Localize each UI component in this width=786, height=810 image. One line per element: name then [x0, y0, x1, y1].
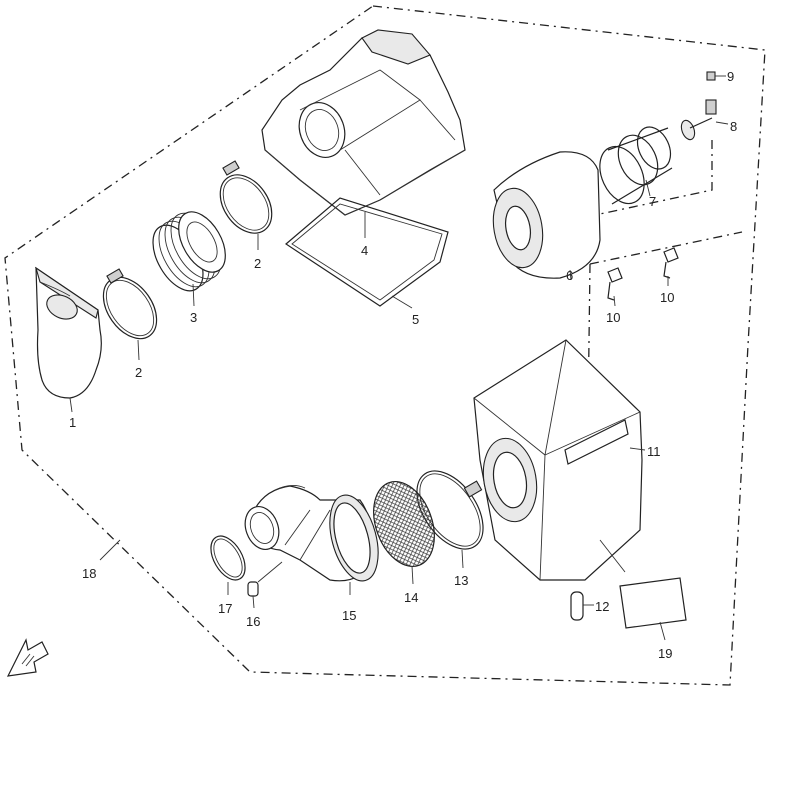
part-8-wing-bolt	[680, 99, 729, 141]
part-9-screw	[706, 71, 726, 81]
callout-19: 19	[658, 646, 672, 661]
callout-10-left: 10	[606, 310, 620, 325]
callout-18: 18	[82, 566, 96, 581]
assembly-boundary	[4, 5, 766, 686]
part-1-intake-duct	[35, 266, 102, 413]
part-5-gasket	[285, 197, 449, 309]
callout-13: 13	[454, 573, 468, 588]
part-12-drain-plug	[570, 591, 594, 621]
part-6-foam-filter	[492, 151, 601, 281]
front-direction-arrow-icon	[6, 638, 49, 677]
callout-12: 12	[595, 599, 609, 614]
callout-15: 15	[342, 608, 356, 623]
part-7-filter-cage	[599, 126, 673, 205]
callout-1: 1	[69, 415, 76, 430]
part-2-hose-clamp-left	[102, 268, 158, 361]
part-4-airbox-cover	[261, 29, 466, 238]
callout-5: 5	[412, 312, 419, 327]
callout-8: 8	[730, 119, 737, 134]
leader-18	[99, 539, 121, 561]
callout-11: 11	[647, 444, 661, 459]
callout-2-upper: 2	[254, 256, 261, 271]
callout-17: 17	[218, 601, 232, 616]
callout-4: 4	[361, 243, 368, 258]
callout-10-right: 10	[660, 290, 674, 305]
part-17-small-clamp	[210, 535, 246, 595]
part-11-airbox-body	[473, 339, 646, 581]
part-14-screen-mesh	[373, 480, 435, 585]
part-10-clip-left	[607, 267, 623, 307]
part-2-hose-clamp-upper	[219, 160, 273, 250]
part-3-rubber-boot	[152, 211, 226, 307]
part-15-outlet-duct	[244, 485, 379, 595]
callout-2-left: 2	[135, 365, 142, 380]
callout-9: 9	[727, 69, 734, 84]
callout-6: 6	[566, 268, 573, 283]
callout-3: 3	[190, 310, 197, 325]
part-16-fitting	[247, 561, 283, 609]
callout-16: 16	[246, 614, 260, 629]
callout-7: 7	[649, 194, 656, 209]
callout-14: 14	[404, 590, 418, 605]
part-10-clip-right	[663, 247, 679, 286]
part-19-label-sticker	[619, 577, 687, 641]
